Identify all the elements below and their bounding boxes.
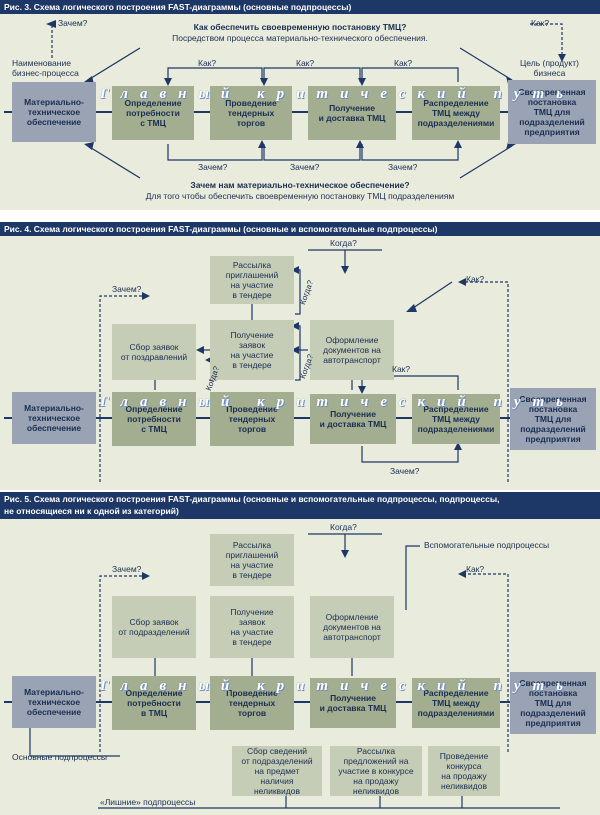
fig3-why-3: Зачем? bbox=[388, 162, 418, 172]
fig3-how-1: Как? bbox=[198, 58, 217, 68]
fig5-panel: Рис. 5. Схема логического построения FAS… bbox=[0, 492, 600, 815]
fig3-how-3: Как? bbox=[394, 58, 413, 68]
fig5-when-top: Когда? bbox=[330, 522, 357, 532]
fig3-watermark: Главный критический путь bbox=[100, 86, 575, 102]
fig3-top-question-text: Как обеспечить своевременную постановку … bbox=[193, 22, 407, 32]
fig3-bottom-question-text: Зачем нам материально-техническое обеспе… bbox=[190, 180, 410, 190]
fig3-box-tender: Проведение тендерных торгов bbox=[210, 86, 292, 140]
fig4-when-top: Когда? bbox=[330, 238, 357, 248]
fig4-box-tender: Проведение тендерных торгов bbox=[210, 392, 294, 446]
fig5-extra-contest: Проведение конкурса на продажу неликвидо… bbox=[428, 746, 500, 796]
fig3-box-need: Определение потребности с ТМЦ bbox=[112, 86, 194, 140]
fig4-how-small: Как? bbox=[392, 364, 411, 374]
fig4-aux-receive: Получение заявок на участие в тендере bbox=[210, 320, 294, 380]
fig5-aux-documents: Оформление документов на автотранспорт bbox=[310, 596, 394, 658]
fig3-how-top: Как? bbox=[531, 18, 550, 28]
fig5-aux-label: Вспомогательные подпроцессы bbox=[424, 540, 550, 550]
fig5-aux-receive: Получение заявок на участие в тендере bbox=[210, 596, 294, 658]
fig5-extra-mailing: Рассылка предложений на участие в конкур… bbox=[330, 746, 422, 796]
fig3-connectors bbox=[4, 20, 595, 179]
fig3-why-top: Зачем? bbox=[58, 18, 88, 28]
fig5-box-need: Определение потребности в ТМЦ bbox=[112, 676, 196, 730]
fig3-bottom-answer: Для того чтобы обеспечить своевременную … bbox=[145, 191, 455, 201]
fig4-box-delivery: Получение и доставка ТМЦ bbox=[310, 394, 396, 444]
fig3-top-answer: Посредством процесса материально-техниче… bbox=[172, 33, 428, 43]
fig4-box-goal: Своевременная постановка ТМЦ для подразд… bbox=[510, 388, 596, 450]
fig3-box-goal: Своевременная постановка ТМЦ для подразд… bbox=[508, 80, 596, 144]
fig5-box-mto: Материально- техническое обеспечение bbox=[12, 676, 96, 728]
fig5-aux-collect: Сбор заявок от подразделений bbox=[112, 596, 196, 658]
fig5-box-delivery: Получение и доставка ТМЦ bbox=[310, 678, 396, 728]
fig5-box-distribution: Распределение ТМЦ между подразделениями bbox=[412, 678, 500, 728]
fig4-box-mto: Материально- техническое обеспечение bbox=[12, 392, 96, 444]
fig4-why-left: Зачем? bbox=[112, 284, 142, 294]
fig4-why-small: Зачем? bbox=[390, 466, 420, 476]
fig5-extra-label: «Лишние» подпроцессы bbox=[100, 797, 196, 807]
fig3-how-2: Как? bbox=[296, 58, 315, 68]
fig3-panel: Рис. 3. Схема логического построения FAS… bbox=[0, 0, 600, 210]
fig5-main-label: Основные подпроцессы bbox=[12, 752, 107, 762]
fig5-extra-survey: Сбор сведений от подразделений на предме… bbox=[232, 746, 322, 796]
fig5-title: Рис. 5. Схема логического построения FAS… bbox=[0, 492, 600, 519]
fig3-box-delivery: Получение и доставка ТМЦ bbox=[308, 86, 396, 140]
fig3-box-mto: Материально- техническое обеспечение bbox=[12, 82, 96, 142]
fig5-box-goal: Своевременная постановка ТМЦ для подразд… bbox=[510, 672, 596, 734]
fig5-box-tender: Проведение тендерных торгов bbox=[210, 676, 294, 730]
fig5-how-right: Как? bbox=[466, 564, 485, 574]
fig5-watermark: Главный критический путь bbox=[100, 678, 575, 694]
fig4-panel: Рис. 4. Схема логического построения FAS… bbox=[0, 222, 600, 490]
fig4-box-distribution: Распределение ТМЦ между подразделениями bbox=[412, 394, 500, 444]
fig3-title: Рис. 3. Схема логического построения FAS… bbox=[0, 0, 600, 14]
fig3-left-label: Наименование бизнес-процесса bbox=[12, 58, 79, 78]
fig3-right-label: Цель (продукт) бизнеса bbox=[520, 58, 579, 78]
fig3-box-distribution: Распределение ТМЦ между подразделениями bbox=[412, 86, 500, 140]
fig3-why-2: Зачем? bbox=[290, 162, 320, 172]
fig5-aux-invitations: Рассылка приглашений на участие в тендер… bbox=[210, 534, 294, 586]
fig4-title: Рис. 4. Схема логического построения FAS… bbox=[0, 222, 600, 236]
fig4-aux-documents: Оформление документов на автотранспорт bbox=[310, 320, 394, 380]
fig3-why-1: Зачем? bbox=[198, 162, 228, 172]
fig3-top-question: Как обеспечить своевременную постановку … bbox=[130, 22, 470, 32]
fig4-aux-collect: Сбор заявок от поздравлений bbox=[112, 324, 196, 380]
fig4-how-right: Как? bbox=[466, 274, 485, 284]
fig4-aux-invitations: Рассылка приглашений на участие в тендер… bbox=[210, 256, 294, 304]
fig4-watermark: Главный критический путь bbox=[100, 394, 575, 410]
fig3-bottom-question: Зачем нам материально-техническое обеспе… bbox=[110, 180, 490, 190]
fig5-why-left: Зачем? bbox=[112, 564, 142, 574]
fig4-box-need: Определение потребности с ТМЦ bbox=[112, 392, 196, 446]
